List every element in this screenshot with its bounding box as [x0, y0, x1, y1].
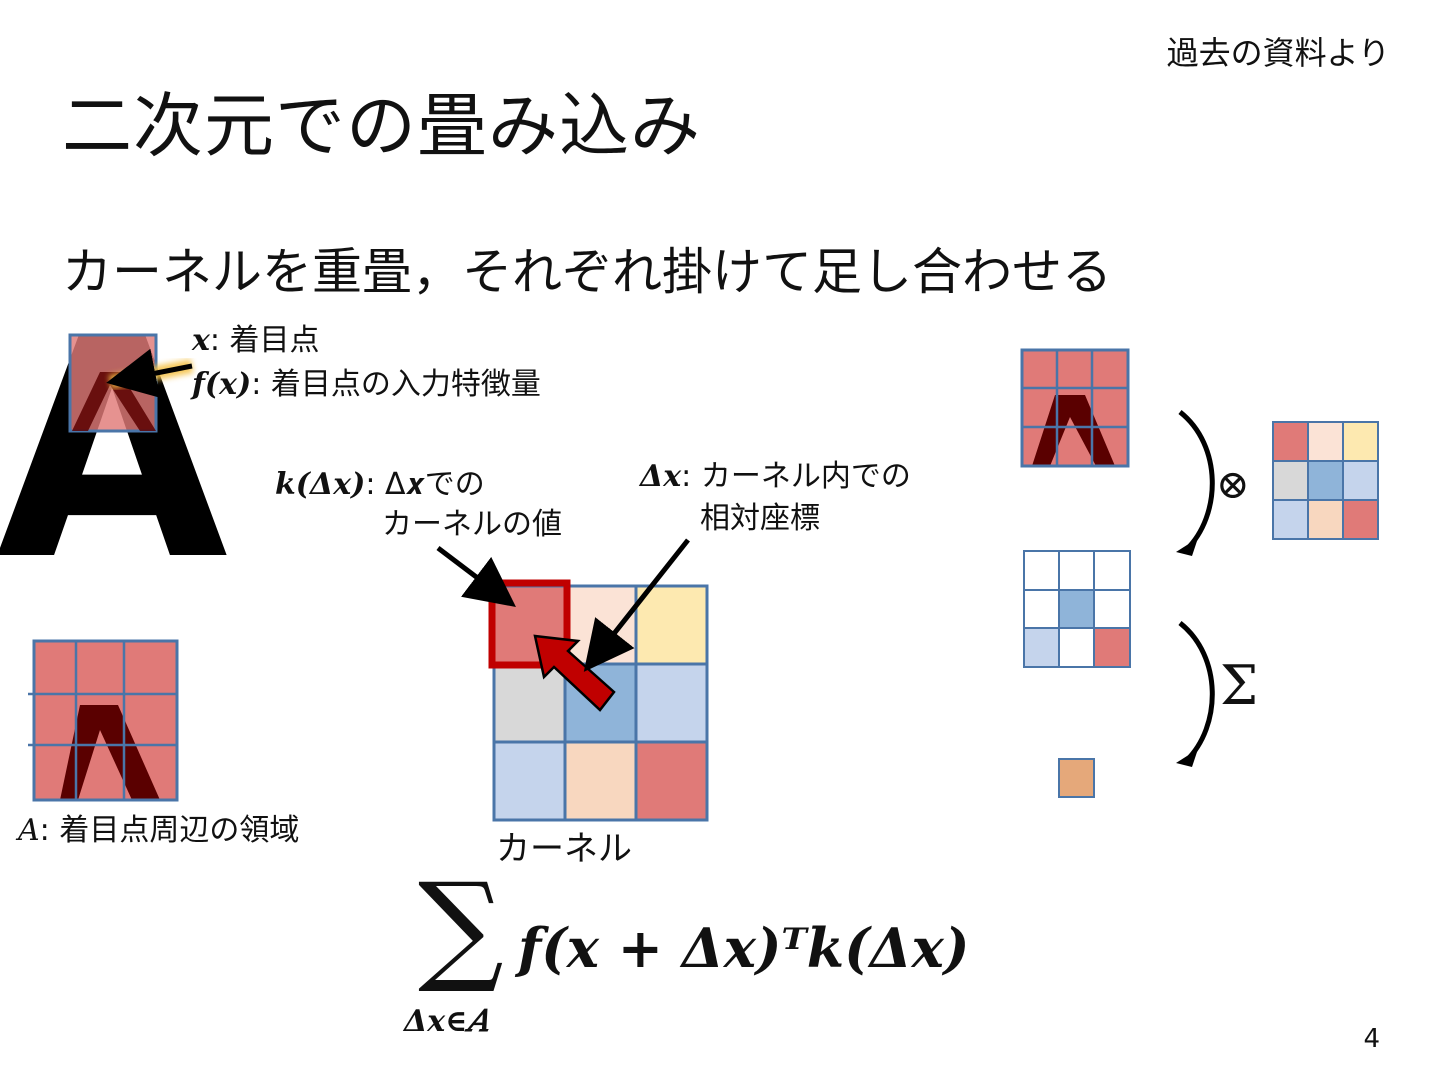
kernel-value-pointer [436, 546, 516, 608]
region-letter-shape [60, 705, 160, 800]
label-region-a: 𝐴: 着目点周辺の領域 [18, 812, 299, 850]
label-fx: 𝒇(𝒙): 着目点の入力特徴量 [192, 366, 541, 404]
subtitle: カーネルを重畳，それぞれ掛けて足し合わせる [62, 243, 1112, 301]
result-cell [1058, 758, 1095, 798]
k-description: : Δ𝒙での [365, 467, 485, 502]
label-dx-line2: 相対座標 [700, 501, 820, 536]
label-k: 𝒌(Δ𝒙): Δ𝒙での [275, 466, 485, 504]
x-description: : 着目点 [209, 323, 320, 358]
fx-description: : 着目点の入力特徴量 [251, 367, 541, 402]
slide-title: 二次元での畳み込み [62, 85, 701, 167]
label-dx: Δ𝒙: カーネル内での [640, 458, 911, 496]
label-k-line2: カーネルの値 [382, 507, 562, 542]
kernel-cell [494, 664, 565, 742]
product-curve-arrow [1178, 410, 1215, 552]
kernel-caption: カーネル [496, 829, 632, 869]
kernel-small [1272, 421, 1379, 540]
kernel-cell [494, 742, 565, 820]
kernel-highlight-box [488, 579, 571, 669]
patch-small [1020, 348, 1130, 468]
a-description: : 着目点周辺の領域 [39, 813, 300, 848]
focus-pointer-arrow [106, 348, 193, 398]
kernel-cell [636, 664, 707, 742]
product-operator: ⊗ [1216, 462, 1250, 508]
sum-operator: Σ [1220, 654, 1259, 717]
region-a-grid [28, 639, 179, 802]
formula-body: 𝒇(𝒙 + Δ𝒙)ᵀ𝒌(Δ𝒙) [518, 916, 970, 980]
k-symbol: 𝒌(Δ𝒙) [275, 467, 366, 502]
a-symbol: 𝐴 [18, 813, 40, 848]
kernel-cell [565, 742, 636, 820]
x-symbol: 𝒙 [192, 323, 210, 358]
kernel-cell [636, 586, 707, 664]
sum-curve-arrow [1178, 621, 1215, 763]
dx-description: : カーネル内での [681, 459, 911, 494]
relative-coord-pointer [583, 538, 690, 672]
formula-sum-symbol: ∑ [418, 858, 504, 997]
label-x: 𝒙: 着目点 [192, 322, 320, 360]
fx-symbol: 𝒇(𝒙) [192, 367, 252, 402]
dx-symbol: Δ𝒙 [640, 459, 682, 494]
page-number: 4 [1363, 1024, 1380, 1054]
kernel-cell [636, 742, 707, 820]
patch-letter-shape [72, 372, 156, 431]
source-note: 過去の資料より [1166, 34, 1390, 72]
formula-subscript: Δ𝒙∈𝐴 [404, 1004, 490, 1039]
product-grid [1023, 550, 1131, 668]
offset-block-arrow [533, 634, 616, 712]
region-border [32, 639, 179, 802]
